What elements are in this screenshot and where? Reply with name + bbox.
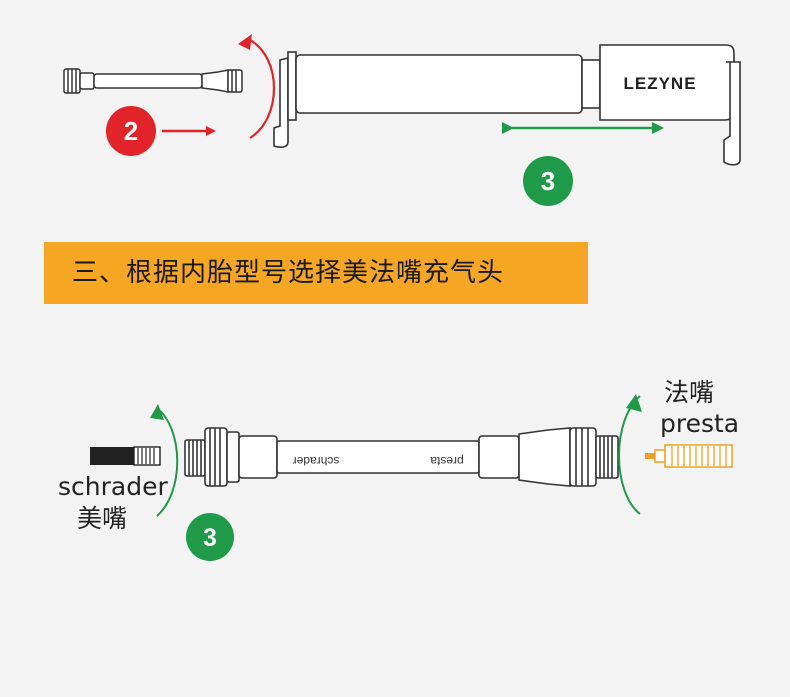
rotate-arrowhead-green-right (626, 394, 642, 412)
step-3-number-top: 3 (541, 166, 555, 196)
presta-en-label: presta (660, 409, 740, 438)
presta-cn-label: 法嘴 (664, 378, 715, 407)
rotate-arrowhead-green-left (150, 404, 164, 420)
rotate-arrow-red (249, 39, 276, 139)
rotate-arrow-green-right (618, 395, 641, 515)
section-title: 三、根据内胎型号选择美法嘴充气头 (72, 258, 505, 288)
rotate-arrow-green-left (156, 407, 179, 517)
section-banner: 三、根据内胎型号选择美法嘴充气头 (44, 242, 588, 304)
schrader-cn-label: 美嘴 (77, 504, 128, 533)
presta-valve-icon (645, 444, 733, 468)
schrader-valve-icon (90, 446, 161, 466)
pump-brand-logo: LEZYNE (623, 74, 696, 93)
small-hose (63, 68, 243, 94)
step-3-number-bottom: 3 (203, 524, 217, 552)
hose-label-schrader: schrader (293, 454, 340, 468)
step-2-number: 2 (124, 116, 138, 146)
rotate-arrowhead-red (238, 34, 252, 50)
big-hose (184, 427, 619, 487)
schrader-en-label: schrader (58, 472, 168, 501)
step-3-circle-bottom (186, 513, 234, 561)
hose-label-presta: presta (430, 454, 464, 468)
step-3-circle-top (523, 156, 573, 206)
pump-body (273, 44, 741, 166)
step-2-circle (106, 106, 156, 156)
